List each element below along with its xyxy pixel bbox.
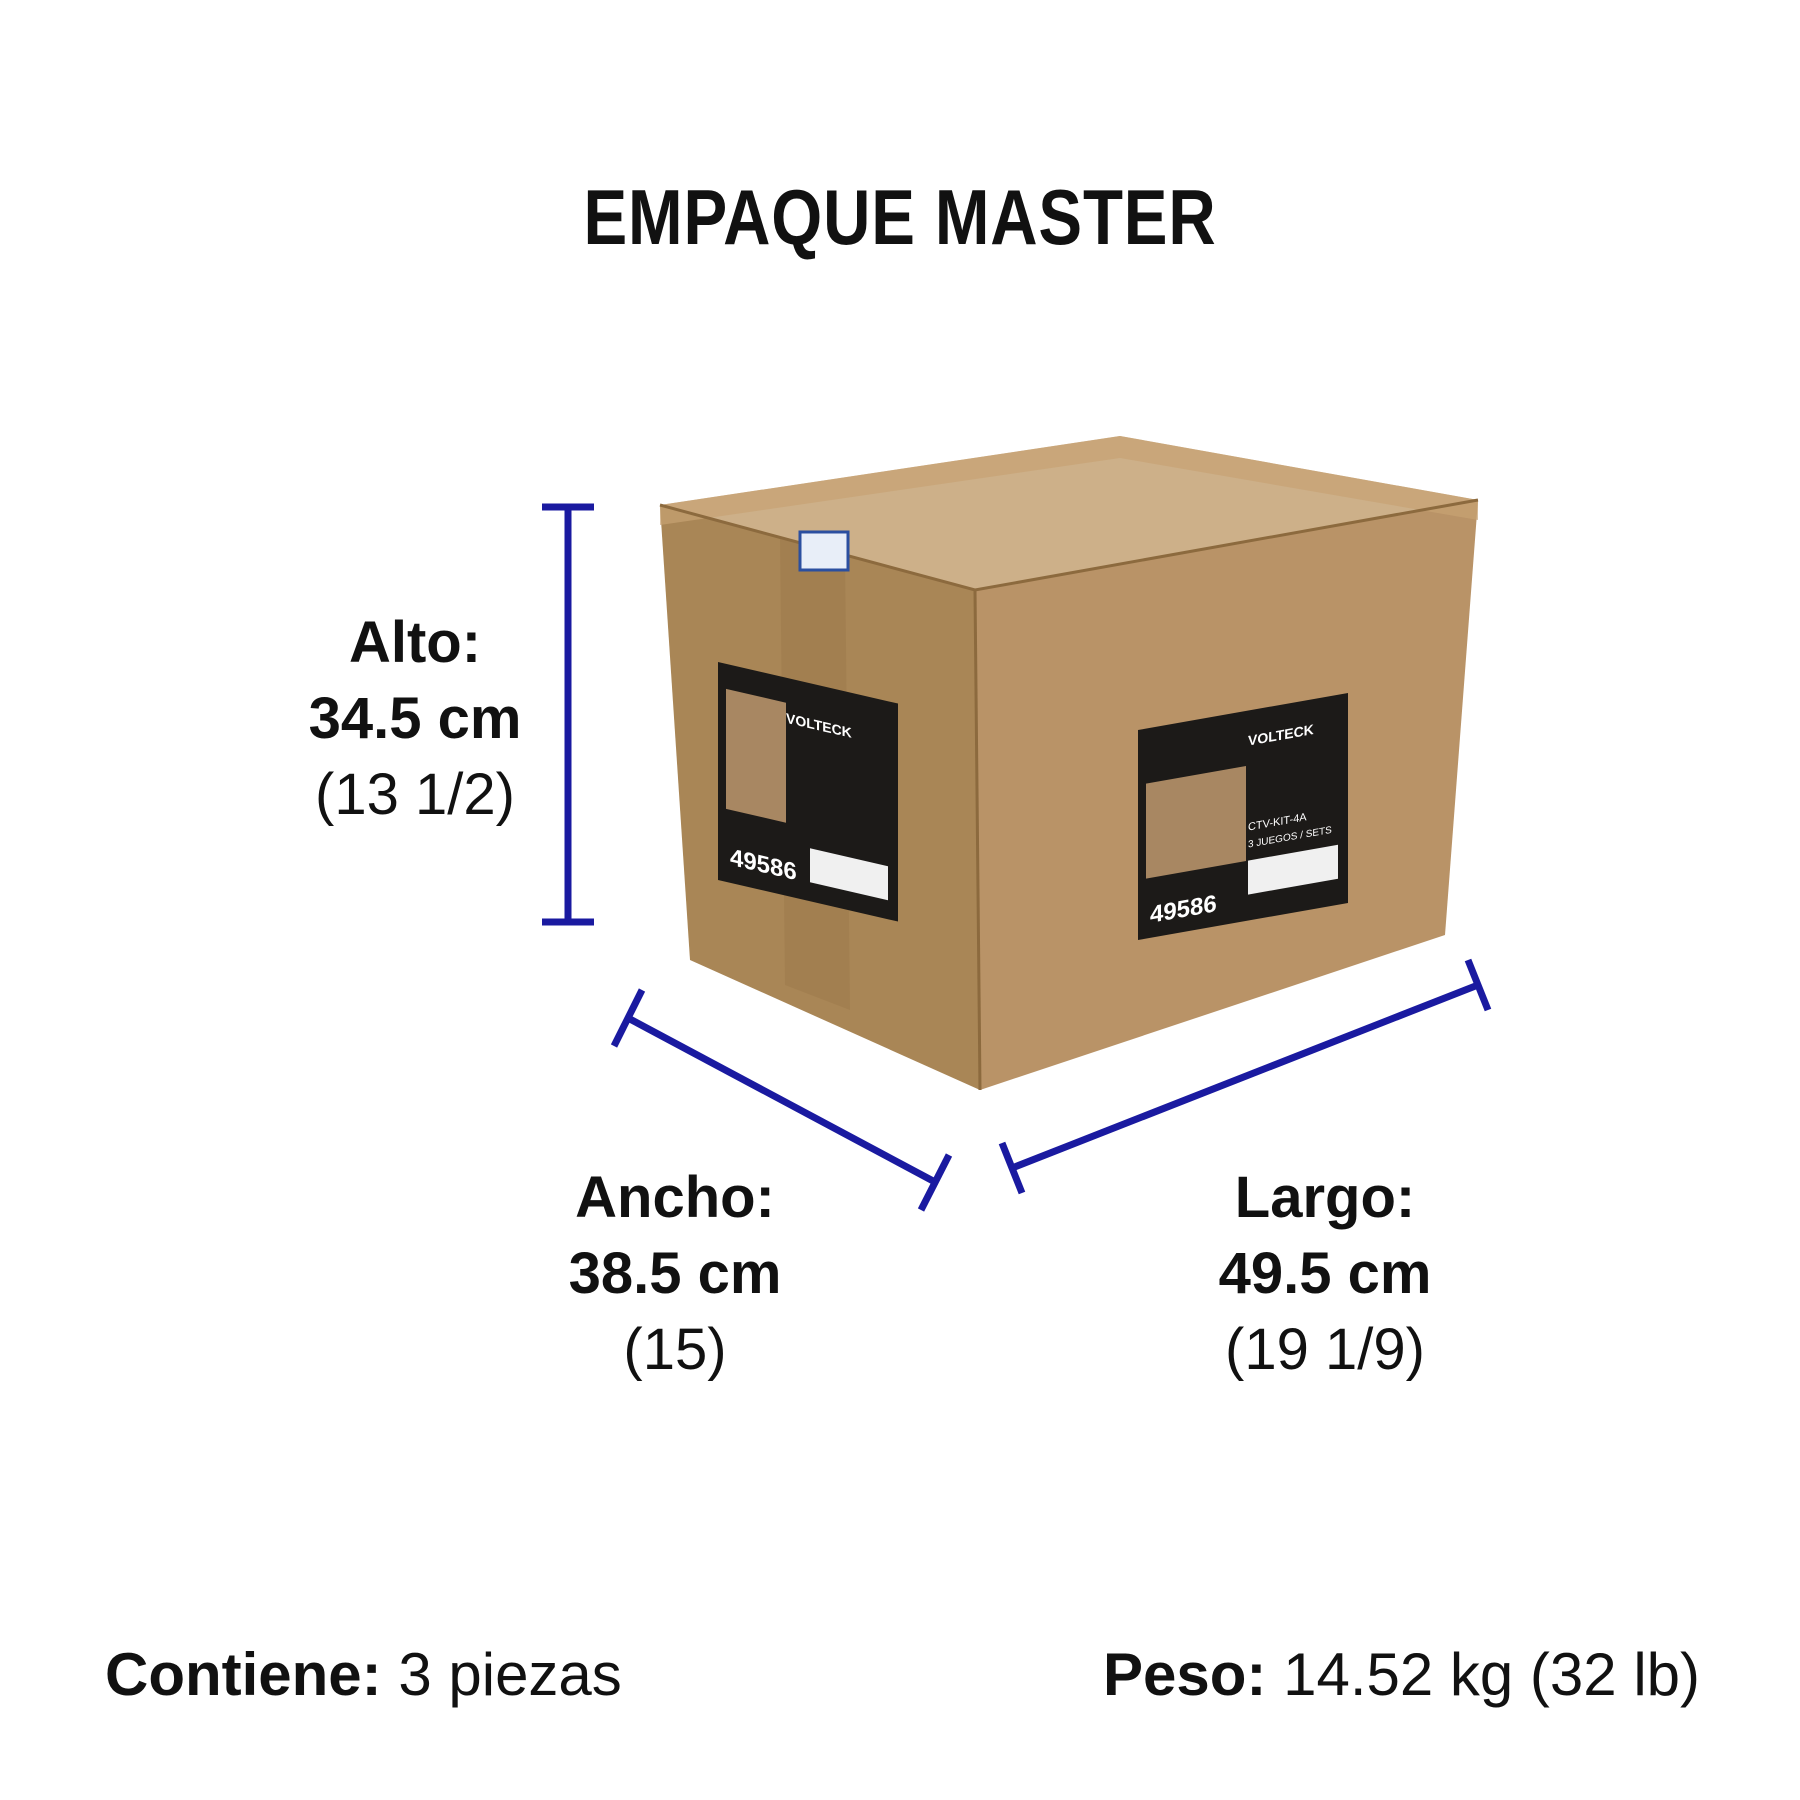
length-dimension: Largo: 49.5 cm (19 1/9)	[1180, 1160, 1470, 1388]
height-dimension: Alto: 34.5 cm (13 1/2)	[270, 605, 560, 833]
width-indicator	[610, 988, 953, 1212]
width-label: Ancho:	[575, 1165, 775, 1230]
width-dimension: Ancho: 38.5 cm (15)	[530, 1160, 820, 1388]
box-label-right-barcode	[1248, 844, 1338, 895]
box-label-right-panel	[1146, 765, 1246, 879]
cardboard-box: VOLTECK 49586 VOLTECK CTV-KIT-4A 3 JUEGO…	[659, 436, 1479, 1091]
height-metric: 34.5 cm	[308, 686, 522, 751]
height-label: Alto:	[348, 610, 482, 675]
weight-label: Peso:	[1103, 1641, 1267, 1708]
box-label-left-barcode	[810, 848, 888, 901]
width-metric: 38.5 cm	[568, 1241, 782, 1306]
contents-label: Contiene:	[105, 1641, 382, 1708]
box-label-left: VOLTECK 49586	[718, 662, 898, 922]
page-title: EMPAQUE MASTER	[583, 173, 1217, 261]
length-indicator	[998, 958, 1492, 1195]
contents-value: 3 piezas	[381, 1641, 622, 1708]
contents-info: Contiene: 3 piezas	[105, 1640, 622, 1709]
box-vertical-edge	[973, 589, 982, 1091]
length-metric: 49.5 cm	[1218, 1241, 1432, 1306]
box-label-left-panel	[726, 688, 786, 823]
width-imperial: (15)	[623, 1317, 727, 1382]
length-label: Largo:	[1234, 1165, 1416, 1230]
weight-value: 14.52 kg (32 lb)	[1266, 1641, 1700, 1708]
box-tape-top	[660, 436, 1478, 525]
dimension-lines	[542, 503, 1492, 1212]
length-imperial: (19 1/9)	[1225, 1317, 1425, 1382]
weight-info: Peso: 14.52 kg (32 lb)	[1103, 1640, 1700, 1709]
height-imperial: (13 1/2)	[315, 762, 515, 827]
box-sticker	[798, 530, 850, 572]
box-label-right: VOLTECK CTV-KIT-4A 3 JUEGOS / SETS 49586	[1138, 692, 1348, 940]
height-indicator	[542, 503, 594, 926]
